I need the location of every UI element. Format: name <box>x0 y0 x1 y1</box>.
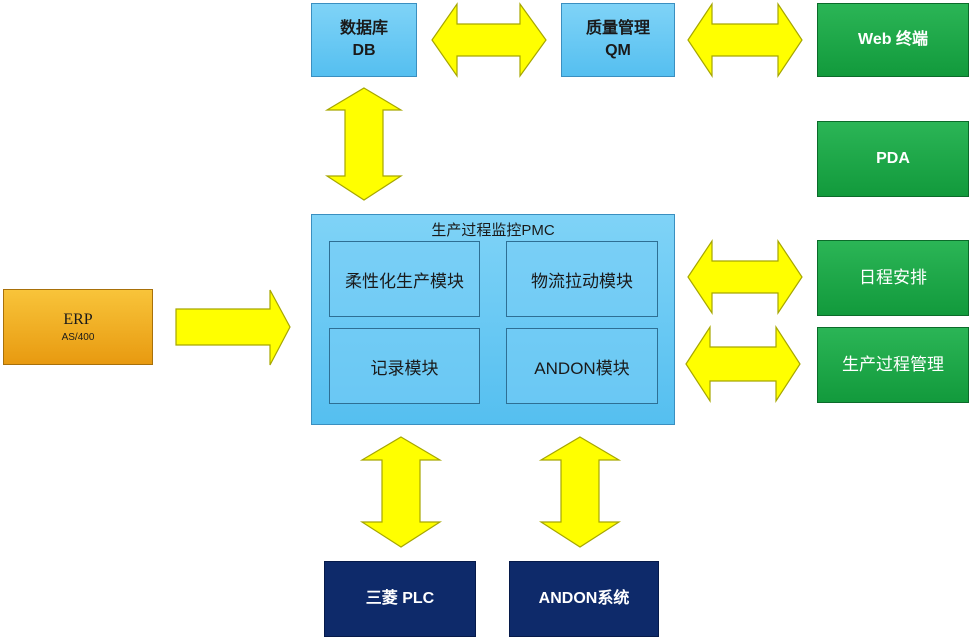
arrow-qm-web <box>687 2 803 78</box>
mitsubishi-plc-label: 三菱 PLC <box>365 590 435 608</box>
andon-system-label: ANDON系统 <box>538 590 630 608</box>
module-andon-label: ANDON模块 <box>534 358 630 378</box>
erp-box: ERP AS/400 <box>3 289 153 365</box>
andon-system-box: ANDON系统 <box>509 561 659 637</box>
pmc-container: 生产过程监控PMC 柔性化生产模块 物流拉动模块 记录模块 ANDON模块 <box>311 214 675 425</box>
arrow-pmc-andon <box>538 436 622 548</box>
database-code: DB <box>352 42 376 59</box>
schedule-box: 日程安排 <box>817 240 969 316</box>
arrow-pmc-process <box>685 324 801 404</box>
web-terminal-label: Web 终端 <box>858 31 928 49</box>
mitsubishi-plc-box: 三菱 PLC <box>324 561 476 637</box>
module-record: 记录模块 <box>329 328 480 404</box>
pda-label: PDA <box>876 150 910 168</box>
pda-box: PDA <box>817 121 969 197</box>
database-box: 数据库 DB <box>311 3 417 77</box>
database-label: 数据库 <box>339 20 388 38</box>
quality-management-label: 质量管理 <box>585 20 650 38</box>
web-terminal-box: Web 终端 <box>817 3 969 77</box>
process-management-box: 生产过程管理 <box>817 327 969 403</box>
module-logistics-pull: 物流拉动模块 <box>506 241 658 317</box>
module-andon: ANDON模块 <box>506 328 658 404</box>
process-management-label: 生产过程管理 <box>842 354 944 374</box>
arrow-pmc-schedule <box>687 239 803 315</box>
quality-management-code: QM <box>605 42 631 59</box>
pmc-title: 生产过程监控PMC <box>431 222 555 239</box>
erp-platform: AS/400 <box>61 332 95 344</box>
module-record-label: 记录模块 <box>370 358 439 378</box>
schedule-label: 日程安排 <box>859 267 927 287</box>
arrow-db-qm <box>431 2 547 78</box>
module-flexible-production: 柔性化生产模块 <box>329 241 480 317</box>
arrow-erp-pmc <box>175 289 291 366</box>
arrow-db-pmc <box>324 87 404 201</box>
quality-management-box: 质量管理 QM <box>561 3 675 77</box>
arrow-pmc-plc <box>359 436 443 548</box>
module-logistics-pull-label: 物流拉动模块 <box>531 271 633 291</box>
erp-label: ERP <box>63 311 93 329</box>
module-flexible-production-label: 柔性化生产模块 <box>345 271 464 291</box>
